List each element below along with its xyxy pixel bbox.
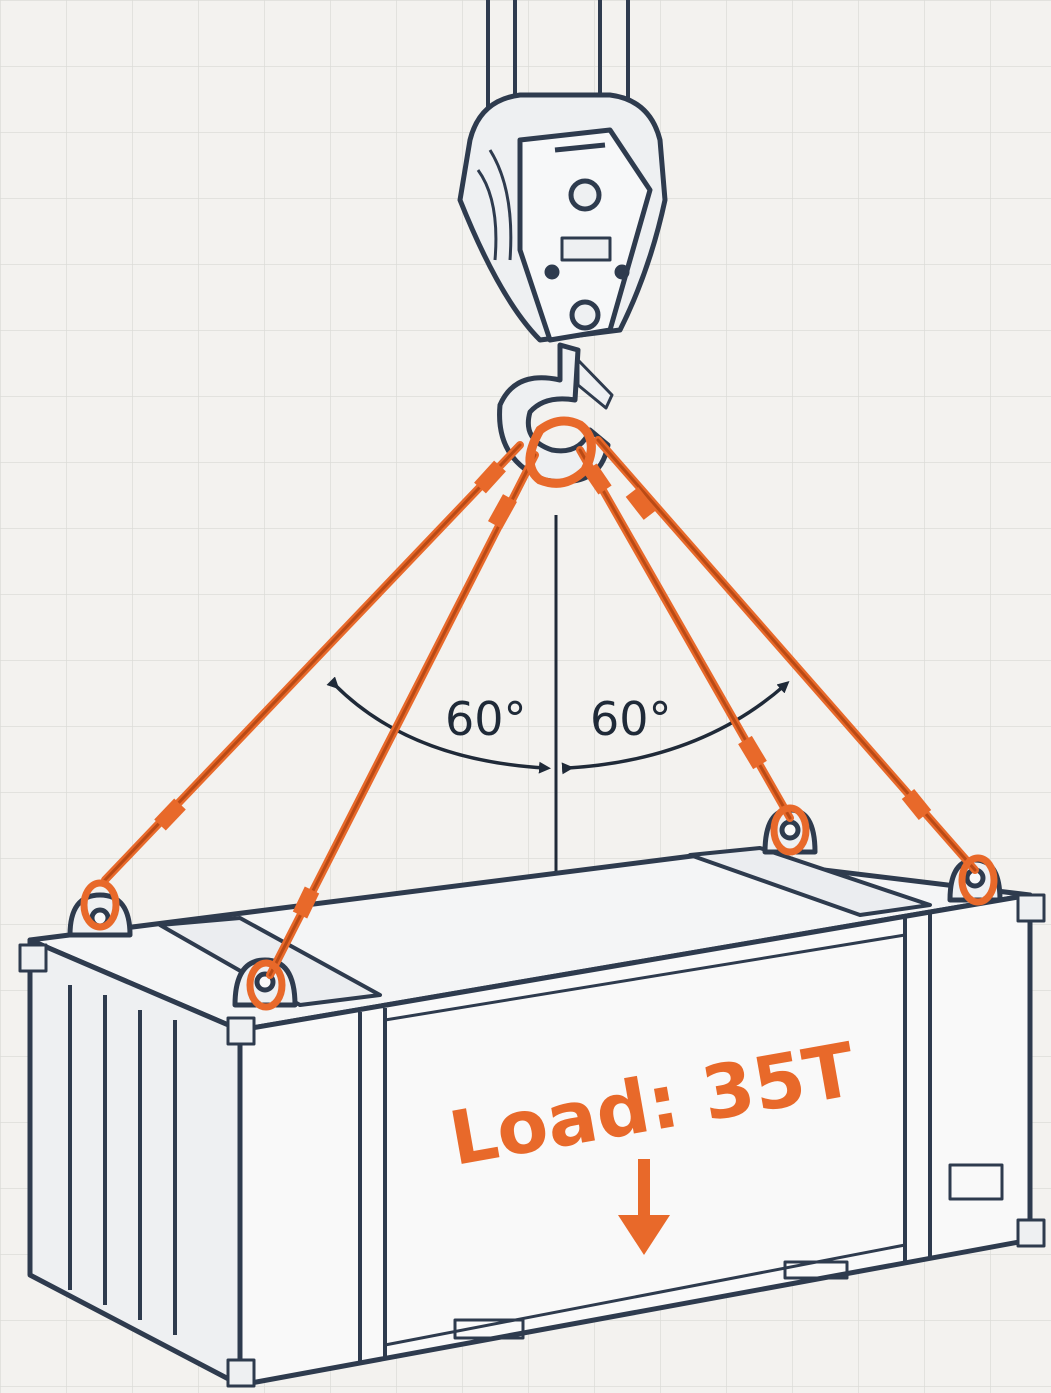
angle-label-left: 60° <box>445 692 527 746</box>
down-arrow-icon <box>618 1159 670 1255</box>
angle-arc-right <box>561 681 790 775</box>
crane-hook-icon <box>457 92 668 485</box>
sling-legs <box>80 416 998 1011</box>
angle-arc-left <box>326 676 551 774</box>
angle-label-right: 60° <box>590 692 672 746</box>
